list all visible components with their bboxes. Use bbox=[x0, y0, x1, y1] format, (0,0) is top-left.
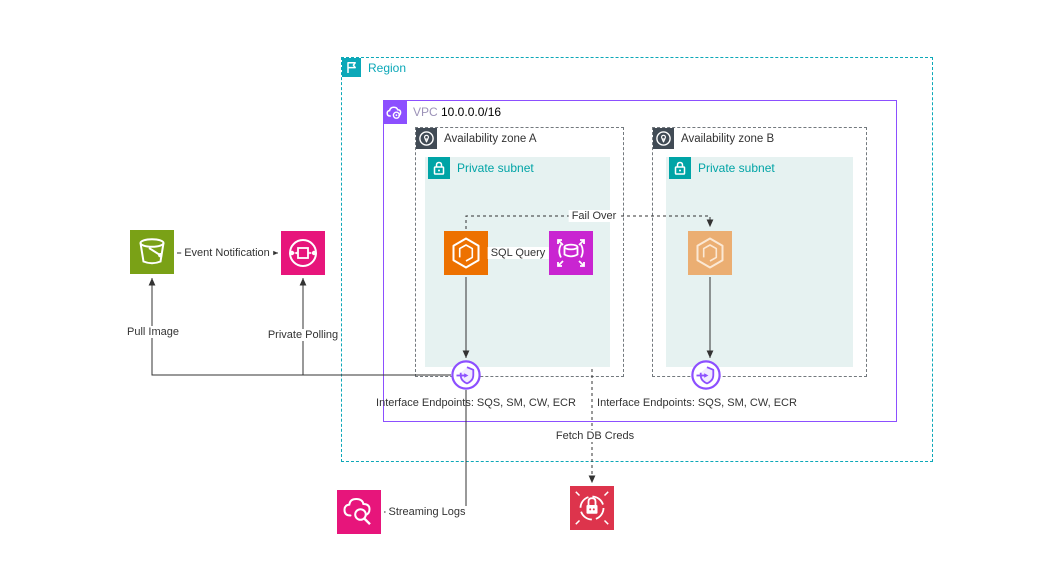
private-polling-label: Private Polling bbox=[264, 329, 342, 341]
availability-zone-b-box[interactable] bbox=[652, 127, 867, 377]
vpc-endpoint-b-icon[interactable] bbox=[691, 360, 721, 390]
s3-bucket-icon[interactable] bbox=[130, 230, 174, 274]
availability-zone-b-pin-icon bbox=[653, 128, 674, 149]
region-box[interactable] bbox=[341, 57, 933, 462]
endpoint-caption-b: Interface Endpoints: SQS, SM, CW, ECR bbox=[597, 397, 797, 409]
container-standby-icon[interactable] bbox=[688, 231, 732, 275]
vpc-cidr: 10.0.0.0/16 bbox=[441, 105, 502, 119]
endpoint-caption-a: Interface Endpoints: SQS, SM, CW, ECR bbox=[376, 397, 576, 409]
pull-image-label: Pull Image bbox=[124, 326, 182, 338]
vpc-endpoint-a-icon[interactable] bbox=[451, 360, 481, 390]
event-notification-label: Event Notification bbox=[181, 247, 273, 259]
availability-zone-a-label: Availability zone A bbox=[444, 132, 537, 145]
fail-over-label: Fail Over bbox=[568, 210, 620, 222]
private-subnet-a-lock-icon bbox=[428, 157, 450, 179]
availability-zone-b-label: Availability zone B bbox=[681, 132, 775, 145]
availability-zone-a-box[interactable] bbox=[415, 127, 624, 377]
availability-zone-a-pin-icon bbox=[416, 128, 437, 149]
secrets-manager-icon[interactable] bbox=[570, 486, 614, 530]
vpc-label: VPC bbox=[413, 105, 438, 119]
fetch-db-creds-label: Fetch DB Creds bbox=[552, 430, 638, 442]
cloudwatch-icon[interactable] bbox=[337, 490, 381, 534]
sqs-queue-icon[interactable] bbox=[281, 231, 325, 275]
region-flag-icon bbox=[342, 58, 361, 77]
private-subnet-b-label: Private subnet bbox=[698, 161, 775, 175]
private-subnet-a-label: Private subnet bbox=[457, 161, 534, 175]
container-icon[interactable] bbox=[444, 231, 488, 275]
region-label: Region bbox=[368, 60, 407, 75]
vpc-box[interactable] bbox=[383, 100, 897, 422]
streaming-logs-label: Streaming Logs bbox=[385, 506, 469, 518]
vpc-cloud-icon bbox=[383, 100, 407, 124]
sql-query-label: SQL Query bbox=[487, 247, 549, 259]
edge-pull-image[interactable] bbox=[148, 277, 451, 376]
aurora-database-icon[interactable] bbox=[549, 231, 593, 275]
private-subnet-b-lock-icon bbox=[669, 157, 691, 179]
